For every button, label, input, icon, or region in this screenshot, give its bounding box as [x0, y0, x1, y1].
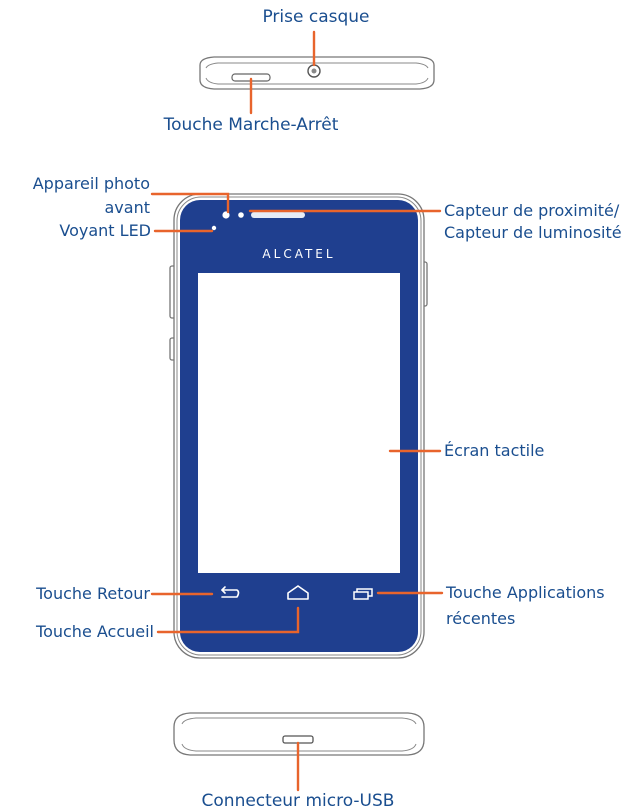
front-camera-label-2: avant: [105, 198, 151, 217]
back-key-label: Touche Retour: [35, 584, 150, 603]
headphone-jack-label: Prise casque: [262, 7, 369, 27]
led-indicator: [211, 225, 217, 231]
power-key-label: Touche Marche-Arrêt: [163, 115, 339, 135]
home-icon: [287, 585, 309, 600]
home-key-label: Touche Accueil: [35, 622, 154, 641]
touchscreen: [198, 273, 400, 573]
front-camera-label: Appareil photo: [33, 174, 150, 193]
micro-usb-label: Connecteur micro-USB: [202, 791, 395, 811]
touchscreen-label: Écran tactile: [444, 441, 544, 460]
recent-apps-icon: [353, 588, 373, 600]
phone-front: ALCATEL: [169, 193, 428, 659]
recent-apps-label: Touche Applications: [445, 583, 605, 602]
front-camera-leader: [150, 192, 230, 214]
proximity-sensor: [238, 212, 244, 218]
back-arrow-icon: [221, 586, 240, 598]
brand-logo: ALCATEL: [262, 247, 335, 261]
proximity-sensor-label-2: Capteur de luminosité: [444, 223, 622, 242]
proximity-sensor-label: Capteur de proximité/: [444, 201, 620, 220]
recent-apps-label-2: récentes: [446, 609, 515, 628]
led-indicator-label: Voyant LED: [59, 221, 151, 240]
home-key-leader: [156, 606, 300, 634]
earpiece: [251, 212, 305, 218]
front-camera: [222, 211, 230, 219]
phone-top-edge: [199, 56, 435, 90]
